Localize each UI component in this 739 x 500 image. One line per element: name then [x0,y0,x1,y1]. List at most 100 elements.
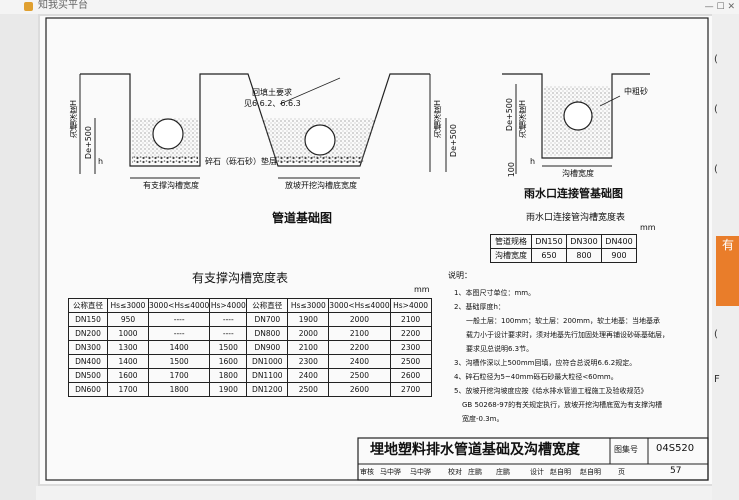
window-controls[interactable]: — ☐ ✕ [704,2,735,12]
supported-trench-drawing [79,73,208,179]
support-table-unit: mm [414,285,430,294]
rain-table-title: 雨水口连接管沟槽宽度表 [526,213,626,223]
table-cell: 2000 [328,312,391,327]
table-header-cell: Hs≤3000 [107,298,149,313]
table-cell: DN300 [68,340,108,355]
notes-block: 1、本图尺寸单位：mm。 2、基础厚度h： 一般土层：100mm；软土层：200mm… [454,286,704,426]
side-letter: F [714,374,720,385]
note-line: 3、沟槽作深以上500mm回填，应符合总说明6.6.2规定。 [454,359,637,367]
table-cell: 2100 [287,340,330,355]
table-cell: 800 [566,248,602,263]
table-cell: 2700 [389,382,432,397]
table-cell: ---- [209,326,248,341]
table-cell: DN800 [246,326,289,341]
side-letter: ( [714,104,718,115]
table-cell: ---- [147,312,211,327]
table-header-cell: 3000<Hs≤4000 [147,298,211,313]
title-block-frame [357,437,709,481]
bottom-bar [36,486,712,500]
depth-label-2: 沟槽深度H [433,100,442,139]
table-cell: ---- [209,312,248,327]
supported-width-label: 有支撑沟槽宽度 [143,181,199,190]
rain-table-unit: mm [640,223,656,232]
atlas-number: 04S520 [656,443,695,454]
table-header-cell: 公称直径 [246,298,289,313]
drawing-lines [45,17,709,481]
table-cell: DN200 [68,326,108,341]
table-header-cell: Hs≤3000 [287,298,330,313]
table-cell: 2500 [287,382,330,397]
promo-badge[interactable]: 有 [716,236,739,306]
table-cell: 管道规格 [490,234,532,249]
table-cell: 2100 [328,326,391,341]
right-sidebar: 有 ( ( ( ( F [712,14,739,500]
note-line: 一般土层：100mm；软土层：200mm，软土地基：当地基承 [466,317,660,325]
pipe-base-title: 管道基础图 [272,211,333,225]
table-cell: 1700 [107,382,149,397]
table-header-cell: 公称直径 [68,298,108,313]
table-cell: DN700 [246,312,289,327]
rain-de500: De+500 [505,98,514,132]
table-cell: 1300 [107,340,149,355]
table-cell: 900 [601,248,637,263]
backfill-label: 回填土要求 [252,88,292,97]
table-cell: 1600 [209,354,248,369]
side-letter: ( [714,164,718,175]
table-cell: 2400 [328,354,391,369]
table-cell: 1900 [209,382,248,397]
note-line: 要求见总说明6.3节。 [466,345,534,353]
table-cell: DN150 [68,312,108,327]
sloped-trench-drawing [208,73,447,179]
table-cell: DN600 [68,382,108,397]
table-cell: 950 [107,312,149,327]
table-cell: 1700 [147,368,211,383]
h-label: h [98,157,104,166]
table-cell: 2500 [328,368,391,383]
table-cell: 1400 [147,340,211,355]
left-margin [0,14,38,500]
table-header-row: 公称直径 Hs≤3000 3000<Hs≤4000 Hs>4000 公称直径 H… [68,298,432,313]
note-line: 2、基础厚度h： [454,303,505,311]
table-cell: 2100 [389,312,432,327]
table-cell: DN1200 [246,382,289,397]
table-row: 沟槽宽度 650 800 900 [490,248,637,263]
table-cell: 1400 [107,354,149,369]
note-line: 1、本图尺寸单位：mm。 [454,289,536,297]
table-cell: DN400 [601,234,637,249]
rain-width-label: 沟槽宽度 [562,169,594,178]
table-cell: DN300 [566,234,602,249]
table-header-cell: Hs>4000 [209,298,248,313]
title-block-cell: 马中骅 [410,468,431,476]
drawing-sheet: 沟槽深度H De+500 h 回填土要求 见6.6.2、6.6.3 碎石（砾石砂… [40,16,712,484]
support-width-table: 公称直径 Hs≤3000 3000<Hs≤4000 Hs>4000 公称直径 H… [68,298,432,397]
rain-title: 雨水口连接管基础图 [524,187,623,200]
title-block-cell: 审核 [360,468,374,476]
title-block-cell: 赵自明 [550,468,571,476]
title-block-cell: 马中骅 [380,468,401,476]
browser-top-bar: 知我买平台 — ☐ ✕ [0,0,739,14]
browser-tab-title[interactable]: 知我买平台 [38,0,88,11]
gravel-label: 碎石（砾石砂）垫层 [205,157,277,166]
table-cell: 1800 [209,368,248,383]
side-letter: ( [714,329,718,340]
atlas-label: 图集号 [614,445,638,454]
note-line: 宽度-0.3m。 [462,415,504,423]
table-cell: 1500 [147,354,211,369]
table-cell: 1000 [107,326,149,341]
title-block-cell: 庄鹏 [468,468,482,476]
note-line: 4、碎石粒径为5~40mm砾石砂最大粒径<60mm。 [454,373,618,381]
table-cell: DN400 [68,354,108,369]
table-cell: 650 [531,248,567,263]
rain-width-table: 管道规格 DN150 DN300 DN400 沟槽宽度 650 800 900 [490,234,637,263]
notes-title: 说明： [448,271,472,280]
side-letter: ( [714,54,718,65]
medium-sand-label: 中粗砂 [624,87,648,96]
table-cell: 1600 [107,368,149,383]
note-line: 5、放坡开挖沟坡度应按《给水排水管道工程施工及验收规范》 [454,387,648,395]
